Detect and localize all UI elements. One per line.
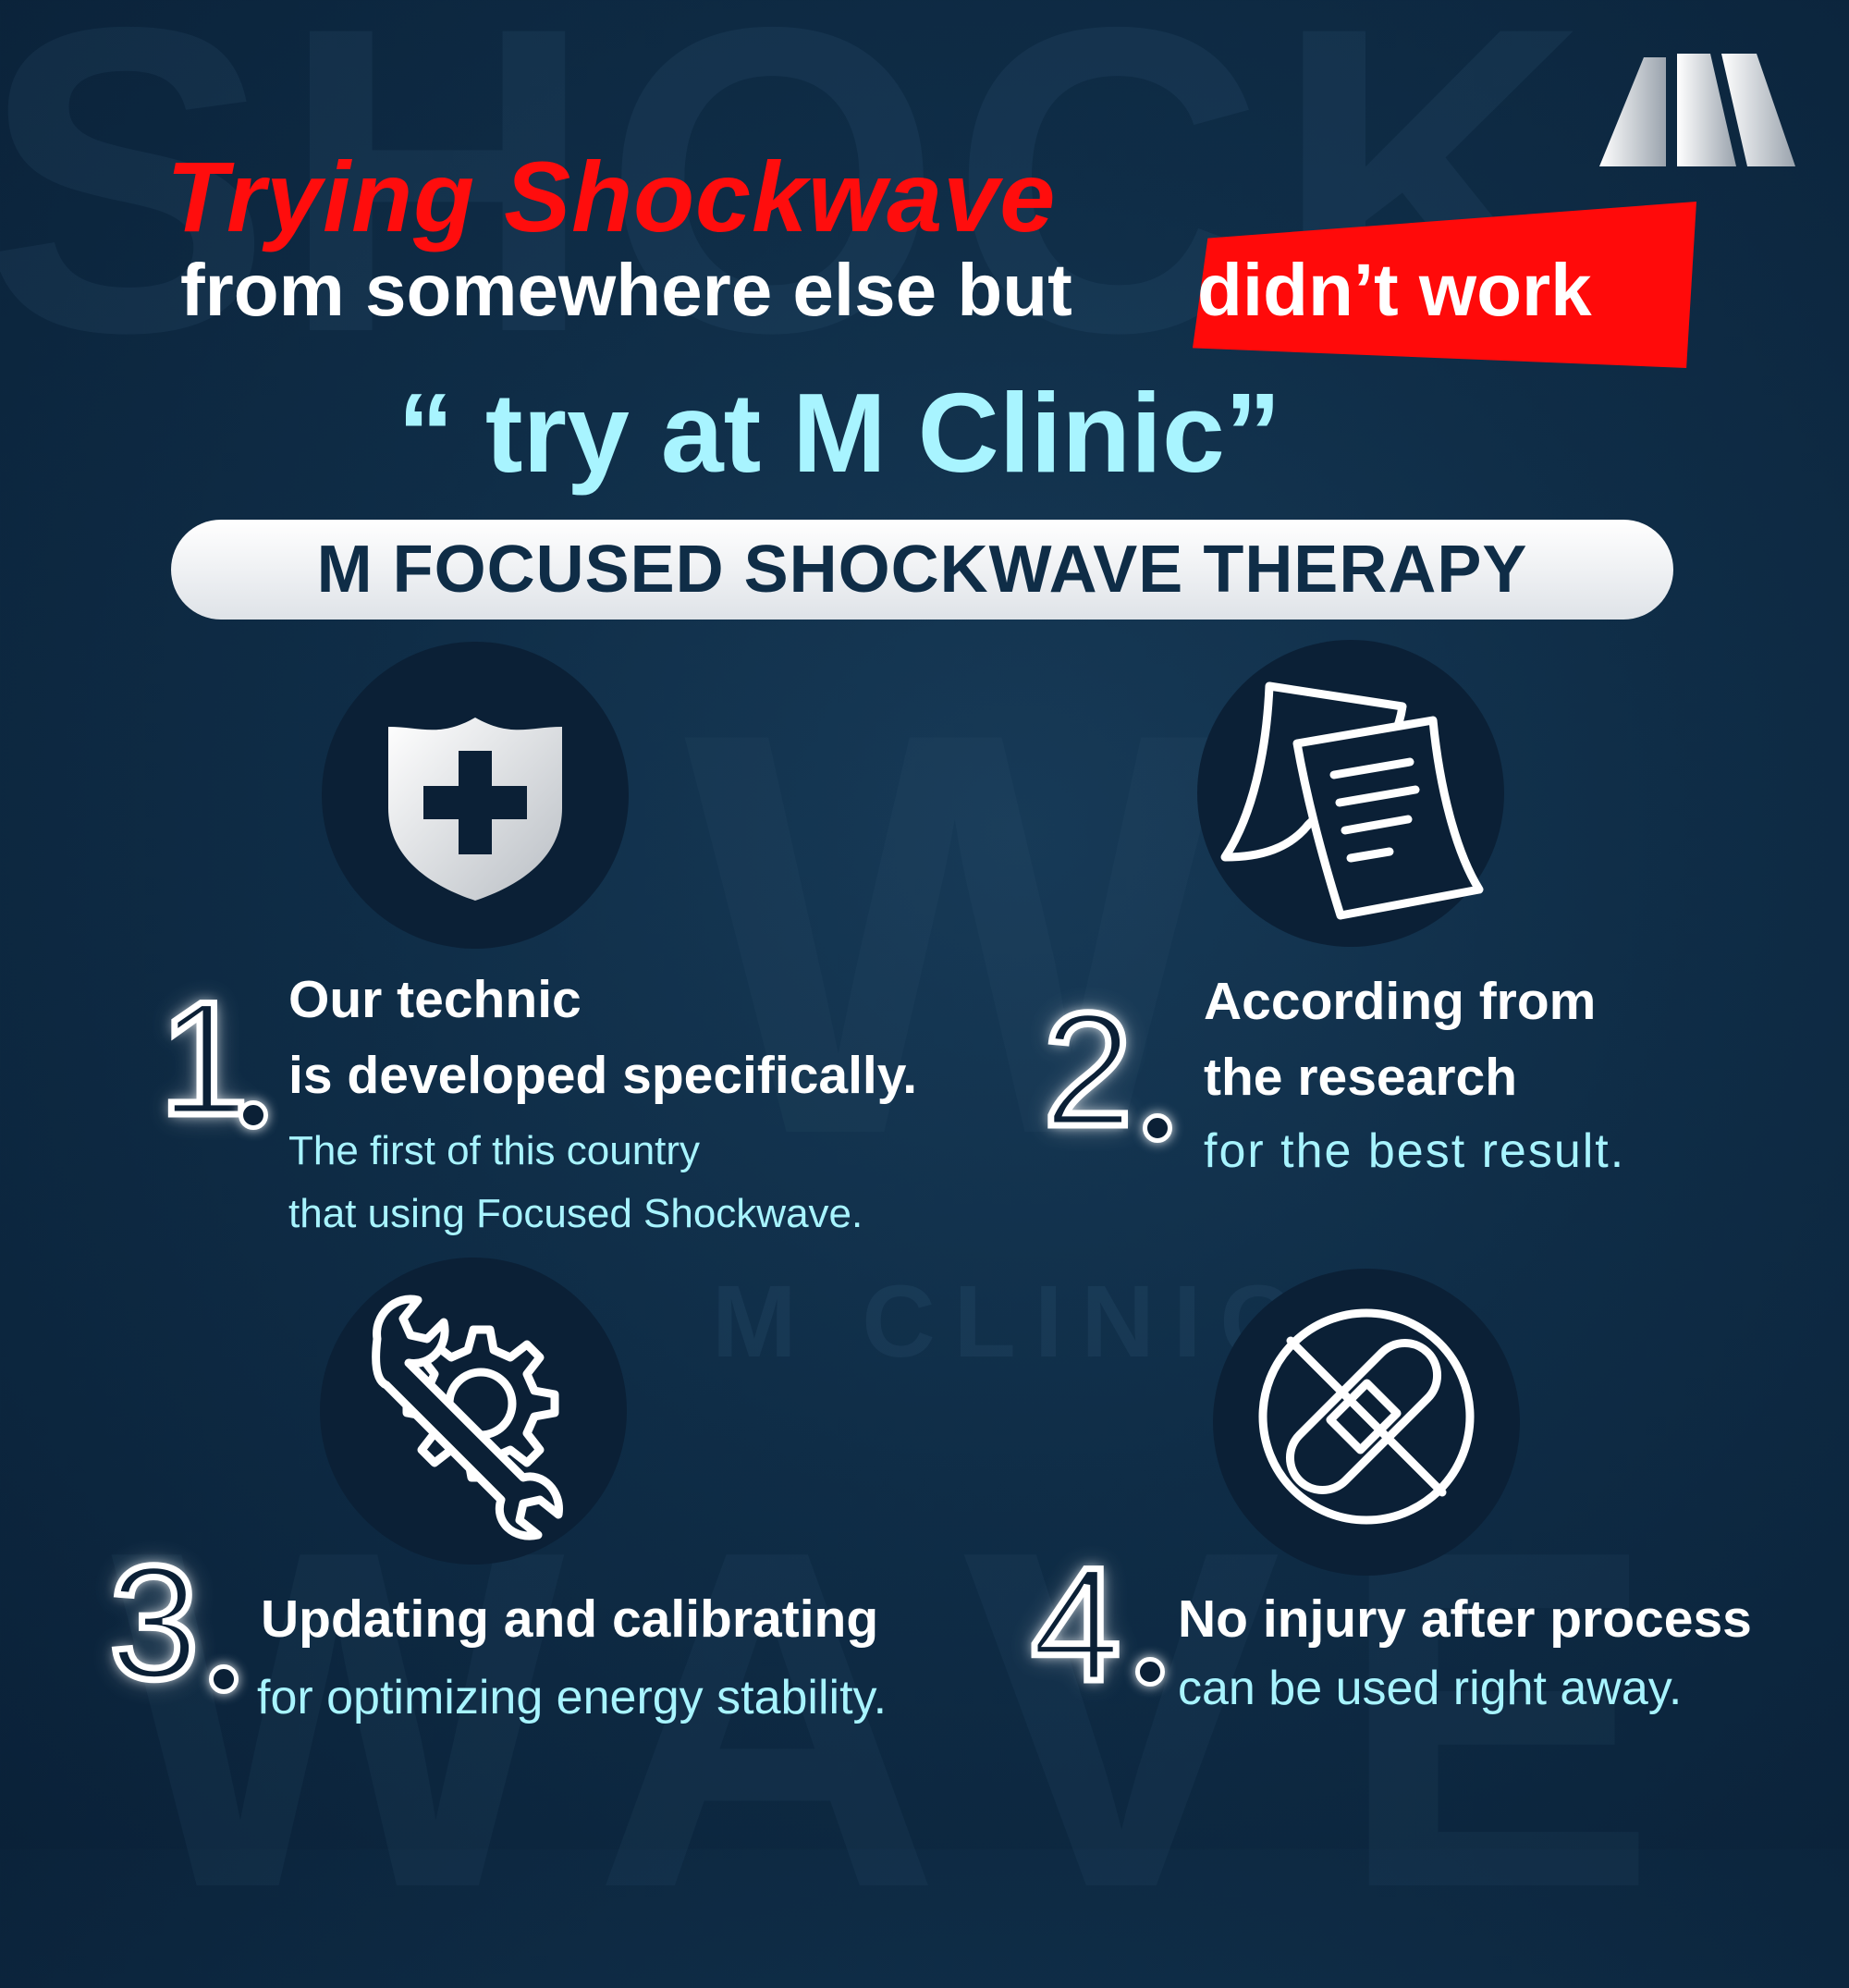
feature-3-dot xyxy=(209,1664,239,1694)
feature-2-number: 2 xyxy=(1039,980,1135,1160)
headline-highlight: didn’t work xyxy=(1197,249,1592,331)
tagline: “ try at M Clinic” xyxy=(398,370,1281,496)
therapy-banner-label: M FOCUSED SHOCKWAVE THERAPY xyxy=(316,533,1528,607)
feature-1-dot xyxy=(239,1100,268,1130)
feature-1-icon-circle xyxy=(322,642,629,949)
feature-4-desc-line1: can be used right away. xyxy=(1178,1662,1683,1715)
wrench-gear-icon xyxy=(372,1295,563,1540)
background-letter-decor: W xyxy=(684,647,1225,1221)
feature-3-icon-circle xyxy=(320,1258,627,1565)
feature-4-title-line1: No injury after process xyxy=(1178,1589,1752,1649)
feature-2-desc-line1: for the best result. xyxy=(1204,1124,1626,1178)
feature-1-desc-line1: The first of this country xyxy=(288,1128,701,1173)
feature-3-desc-line1: for optimizing energy stability. xyxy=(257,1671,888,1724)
shield-plus-icon xyxy=(388,718,562,901)
feature-1-title-line1: Our technic xyxy=(288,970,582,1029)
feature-1-number: 1 xyxy=(155,969,251,1149)
feature-1-desc-line2: that using Focused Shockwave. xyxy=(288,1191,863,1236)
feature-1-title-line2: is developed specifically. xyxy=(288,1046,918,1105)
background-word-clinic: M CLINIC xyxy=(712,1265,1312,1379)
feature-2-title-line2: the research xyxy=(1204,1048,1518,1107)
feature-2-dot xyxy=(1143,1113,1172,1143)
headline-subline: from somewhere else but xyxy=(180,249,1072,331)
feature-3-title-line1: Updating and calibrating xyxy=(261,1589,879,1649)
feature-4-number: 4 xyxy=(1027,1535,1123,1715)
feature-3-number: 3 xyxy=(105,1533,202,1713)
feature-4-dot xyxy=(1135,1657,1165,1687)
feature-4-icon-circle xyxy=(1213,1269,1520,1576)
feature-2-icon-circle xyxy=(1197,640,1504,947)
no-bandage-icon xyxy=(1258,1308,1475,1525)
documents-icon xyxy=(1220,681,1484,920)
headline-title: Trying Shockwave xyxy=(166,141,1057,252)
therapy-banner: M FOCUSED SHOCKWAVE THERAPY xyxy=(171,520,1673,620)
feature-2-title-line1: According from xyxy=(1204,972,1597,1031)
m-clinic-logo-icon xyxy=(1599,54,1795,166)
